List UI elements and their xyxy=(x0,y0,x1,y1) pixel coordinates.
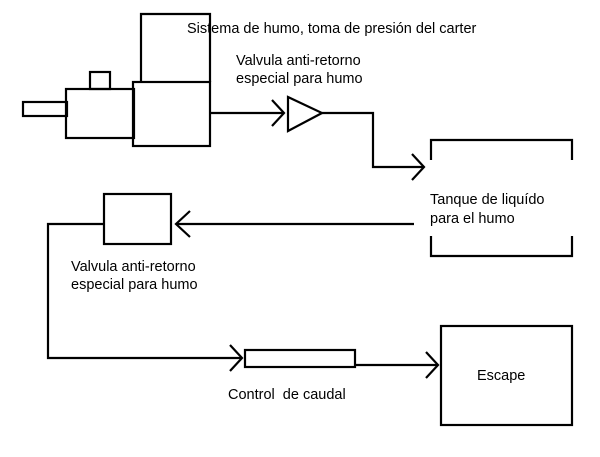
flow-control-box xyxy=(243,348,357,369)
diagram-title: Sistema de humo, toma de presión del car… xyxy=(187,21,477,37)
bottom-valve-label-line1: Valvula anti-retorno xyxy=(71,259,196,275)
top-check-valve-icon xyxy=(286,95,325,133)
crankcase-block xyxy=(131,80,212,148)
top-valve-label-line1: Valvula anti-retorno xyxy=(236,53,361,69)
arrow-into-flow-control xyxy=(229,344,244,372)
bottom-check-valve-box xyxy=(102,192,173,246)
crankcase-breather-tube xyxy=(139,12,212,82)
tank-label-line1: Tanque de liquído xyxy=(430,192,545,208)
bottom-valve-label-line2: especial para humo xyxy=(71,277,198,293)
engine-top-fitting xyxy=(88,70,112,91)
tank-label-line2: para el humo xyxy=(430,211,515,227)
pipe-to-flow-control xyxy=(46,222,242,360)
pipe-to-tank xyxy=(322,111,424,169)
arrow-into-exhaust xyxy=(425,351,440,379)
engine-body xyxy=(64,87,136,140)
tank-outline-top xyxy=(429,138,574,160)
exhaust-label: Escape xyxy=(477,368,526,384)
top-valve-label-line2: especial para humo xyxy=(236,71,363,87)
crankshaft-stub xyxy=(21,100,69,118)
arrow-into-top-valve xyxy=(271,99,286,127)
arrow-into-tank xyxy=(411,153,426,181)
arrow-into-bottom-valve xyxy=(174,210,191,238)
exhaust-box xyxy=(439,324,574,427)
flow-control-label: Control de caudal xyxy=(228,387,346,403)
tank-outline-bottom xyxy=(429,236,574,258)
